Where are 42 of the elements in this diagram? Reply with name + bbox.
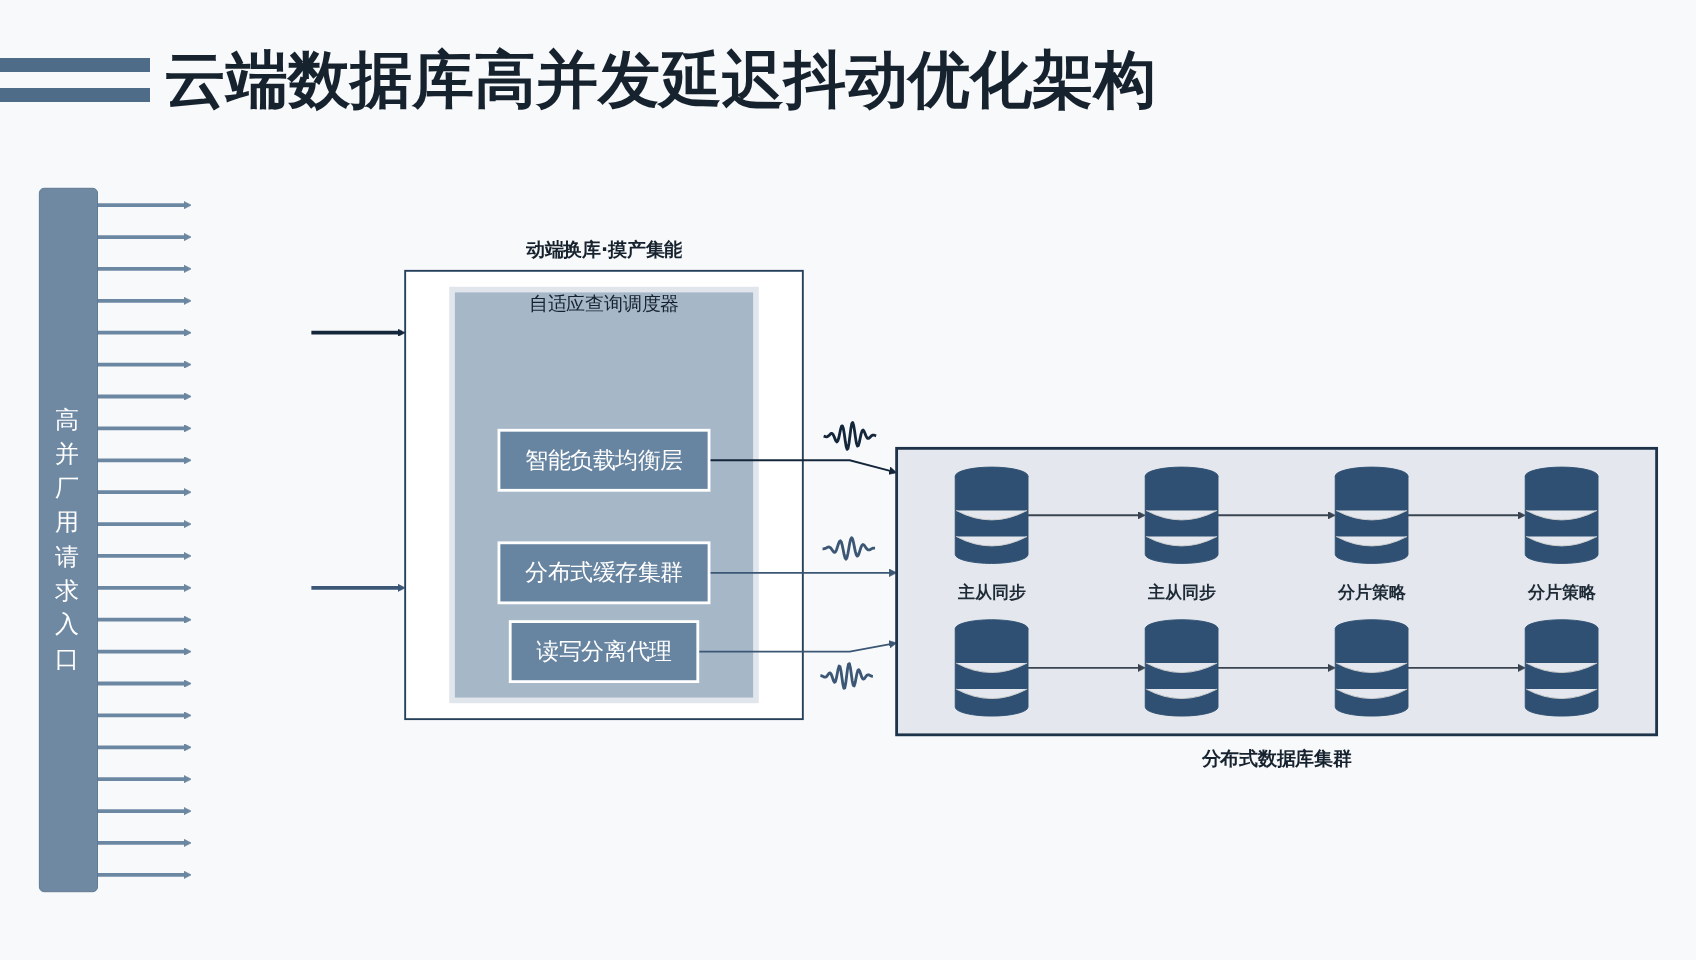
arrow (97, 296, 192, 305)
arrow (97, 679, 192, 688)
arrow (1217, 511, 1336, 520)
arrow (1027, 663, 1146, 672)
title: 云端数据库高并发延迟抖动优化架构 (164, 42, 1156, 118)
arrow (97, 392, 192, 401)
arrow (97, 551, 192, 561)
arrow (97, 328, 192, 337)
arrow (97, 615, 192, 624)
arrow (1407, 663, 1526, 672)
cluster (404, 269, 804, 721)
arrow (97, 424, 192, 433)
arrow (97, 806, 192, 816)
annotation-text: 主从同步 (957, 581, 1026, 602)
arrow (1407, 511, 1526, 520)
arrow (97, 264, 192, 274)
cluster (895, 446, 1659, 737)
arrow (97, 838, 192, 848)
arrow (311, 583, 406, 592)
arrow (1217, 663, 1336, 672)
node-box: 智能负载均衡层 (497, 428, 711, 492)
arrow (97, 519, 192, 529)
arrow (1027, 511, 1146, 520)
arrow (97, 583, 192, 592)
arrow (97, 870, 192, 879)
arrow (97, 360, 192, 369)
arrow (97, 232, 192, 242)
arrow (97, 647, 192, 656)
arrow (97, 201, 192, 210)
arrow (97, 456, 192, 465)
annotation-text: 分片策略 (1527, 581, 1596, 602)
node-box: 高并厂用请求入口 (38, 187, 98, 893)
node-box: 读写分离代理 (508, 620, 700, 684)
arrow (311, 328, 406, 337)
annotation-text: 分片策略 (1337, 581, 1406, 602)
node-box: 分布式缓存集群 (497, 541, 711, 605)
arrow (97, 775, 192, 784)
node-label: 分布式数据库集群 (1201, 747, 1352, 770)
arrow (97, 743, 192, 752)
arrow (97, 711, 192, 720)
arrow (97, 488, 192, 497)
annotation-text: 主从同步 (1147, 581, 1216, 602)
